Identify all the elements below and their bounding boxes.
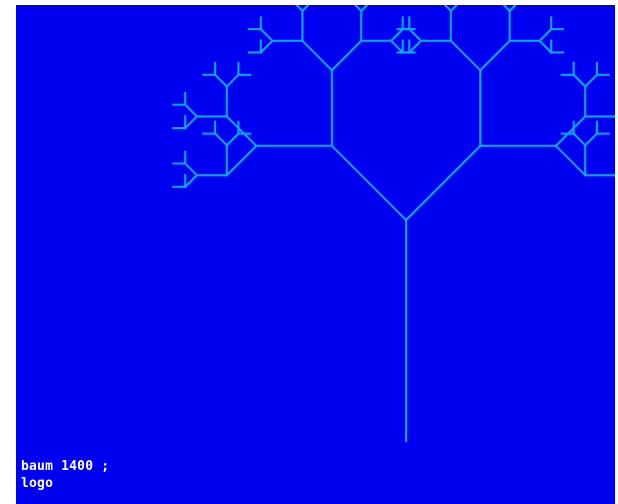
canvas-background: [16, 5, 615, 504]
console-line-logo: logo: [21, 475, 109, 492]
console-line-command: baum 1400 ;: [21, 458, 109, 475]
turtle-graphics-canvas: [16, 5, 615, 504]
logo-screen: baum 1400 ; logo: [16, 5, 615, 504]
console-output: baum 1400 ; logo: [21, 458, 109, 492]
